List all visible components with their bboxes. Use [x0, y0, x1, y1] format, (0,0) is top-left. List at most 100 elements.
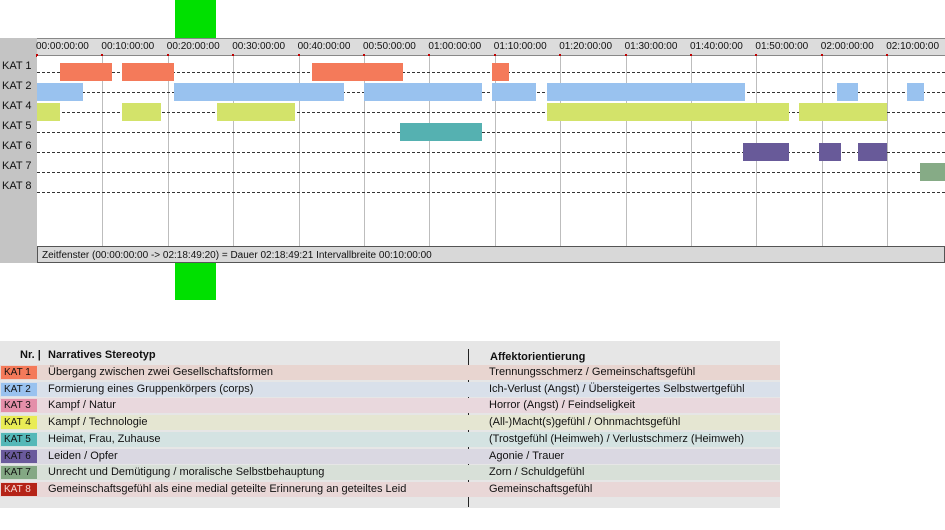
timeline-segment[interactable]	[836, 83, 858, 101]
category-code-badge: KAT 6	[1, 449, 37, 463]
gridline-vertical	[102, 56, 104, 246]
row-label: KAT 4	[2, 100, 32, 112]
legend-header-stereotype: Narratives Stereotyp	[48, 349, 156, 361]
timeline-segment[interactable]	[491, 63, 510, 81]
legend-affect-text: (All-)Macht(s)gefühl / Ohnmachtsgefühl	[489, 416, 681, 429]
category-code-badge: KAT 1	[1, 366, 37, 379]
category-code-badge: KAT 2	[1, 382, 37, 396]
ruler-tick-label: 00:20:00:00	[166, 41, 220, 52]
row-baseline	[37, 152, 945, 153]
row-label: KAT 8	[2, 180, 32, 192]
timeline-segment[interactable]	[364, 83, 482, 101]
ruler-tick-mark	[363, 54, 365, 57]
timeline-segment[interactable]	[174, 83, 345, 101]
ruler-tick-label: 02:00:00:00	[820, 41, 874, 52]
gridline-vertical	[560, 56, 562, 246]
row-baseline	[37, 92, 945, 93]
ruler-tick-mark	[101, 54, 104, 57]
timeline-plot-area[interactable]	[37, 56, 945, 246]
timeline-segment[interactable]	[547, 103, 790, 121]
ruler-tick-mark	[493, 54, 496, 57]
ruler-tick-label: 02:10:00:00	[886, 41, 940, 52]
timeline-segment[interactable]	[311, 63, 404, 81]
time-window-marker-bottom[interactable]	[175, 263, 216, 300]
legend-stereotype-text: Formierung eines Gruppenkörpers (corps)	[48, 382, 254, 395]
legend-stereotype-text: Übergang zwischen zwei Gesellschaftsform…	[48, 366, 273, 378]
timeline-segment[interactable]	[798, 103, 888, 121]
row-baseline	[37, 112, 945, 113]
ruler-tick-mark	[886, 54, 889, 57]
timeline-segment[interactable]	[37, 83, 83, 101]
timeline-segment[interactable]	[216, 103, 296, 121]
row-label: KAT 7	[2, 160, 32, 172]
ruler-tick-mark	[690, 54, 692, 57]
legend-row: KAT 5 Heimat, Frau, Zuhause (Trostgefühl (…	[0, 431, 780, 447]
gridline-vertical	[625, 56, 627, 246]
row-baseline	[37, 172, 945, 173]
legend-row: KAT 1 Übergang zwischen zwei Gesellschaft…	[0, 365, 780, 380]
ruler-tick-label: 00:40:00:00	[297, 41, 351, 52]
legend-header-nr: Nr. |	[20, 349, 41, 361]
legend-affect-text: Agonie / Trauer	[489, 449, 565, 462]
timeline-segment[interactable]	[818, 143, 842, 161]
time-window-marker-top[interactable]	[175, 0, 216, 38]
legend-stereotype-text: Kampf / Natur	[48, 399, 116, 412]
timeline-segment[interactable]	[919, 163, 945, 181]
ruler-tick-label: 00:00:00:00	[36, 41, 89, 52]
ruler-tick-label: 01:30:00:00	[624, 41, 678, 52]
gridline-vertical	[233, 56, 235, 246]
category-code-badge: KAT 8	[1, 482, 37, 496]
timeline-segment[interactable]	[399, 123, 482, 141]
ruler-tick-mark	[428, 54, 431, 57]
ruler-tick-mark	[297, 54, 300, 57]
ruler-tick-label: 00:30:00:00	[232, 41, 286, 52]
legend-stereotype-text: Leiden / Opfer	[48, 449, 118, 462]
row-baseline	[37, 72, 945, 73]
legend-affect-text: (Trostgefühl (Heimweh) / Verlustschmerz …	[489, 432, 745, 445]
ruler-tick-label: 01:50:00:00	[755, 41, 809, 52]
gridline-vertical	[887, 56, 889, 246]
timeline-segment[interactable]	[743, 143, 790, 161]
gridline-vertical	[167, 56, 169, 246]
legend-row: KAT 2 Formierung eines Gruppenkörpers (co…	[0, 381, 780, 397]
category-code-badge: KAT 5	[1, 432, 37, 446]
ruler-tick-label: 01:40:00:00	[690, 41, 743, 52]
category-code-badge: KAT 7	[1, 466, 37, 480]
legend-affect-text: Ich-Verlust (Angst) / Übersteigertes Sel…	[489, 382, 745, 395]
timeline-segment[interactable]	[37, 103, 60, 121]
category-code-badge: KAT 3	[1, 399, 37, 413]
timeline-segment[interactable]	[122, 63, 175, 81]
ruler-tick-label: 01:20:00:00	[559, 41, 613, 52]
time-ruler: 00:00:00:00 00:10:00:00 00:20:00:00 00:30:0…	[36, 38, 945, 57]
gridline-vertical	[429, 56, 431, 246]
timeline-segment[interactable]	[906, 83, 924, 101]
ruler-tick-mark	[232, 54, 235, 57]
row-label: KAT 6	[2, 140, 32, 152]
category-legend: Nr. | Narratives Stereotyp Affektorienti…	[0, 341, 780, 508]
timeline-segment[interactable]	[122, 103, 162, 121]
legend-row: KAT 3 Kampf / Natur Horror (Angst) / Feind…	[0, 398, 780, 414]
timeline-segment[interactable]	[547, 83, 746, 101]
legend-affect-text: Gemeinschaftsgefühl	[489, 482, 593, 495]
legend-stereotype-text: Heimat, Frau, Zuhause	[48, 432, 161, 445]
legend-affect-text: Trennungsschmerz / Gemeinschaftsgefühl	[489, 366, 696, 378]
timeline-segment[interactable]	[491, 83, 536, 101]
ruler-tick-label: 00:10:00:00	[101, 41, 155, 52]
legend-stereotype-text: Kampf / Technologie	[48, 416, 148, 429]
legend-affect-text: Horror (Angst) / Feindseligkeit	[489, 399, 636, 412]
ruler-tick-label: 00:50:00:00	[363, 41, 416, 52]
legend-affect-text: Zorn / Schuldgefühl	[489, 466, 585, 479]
timeline-segment[interactable]	[857, 143, 888, 161]
ruler-tick-mark	[624, 54, 627, 57]
ruler-tick-mark	[559, 54, 562, 57]
ruler-tick-mark	[755, 54, 758, 57]
timeline-segment[interactable]	[59, 63, 113, 81]
row-baseline	[37, 132, 945, 133]
gridline-vertical	[494, 56, 496, 246]
row-label: KAT 5	[2, 120, 32, 132]
legend-header-affect: Affektorientierung	[490, 351, 586, 363]
